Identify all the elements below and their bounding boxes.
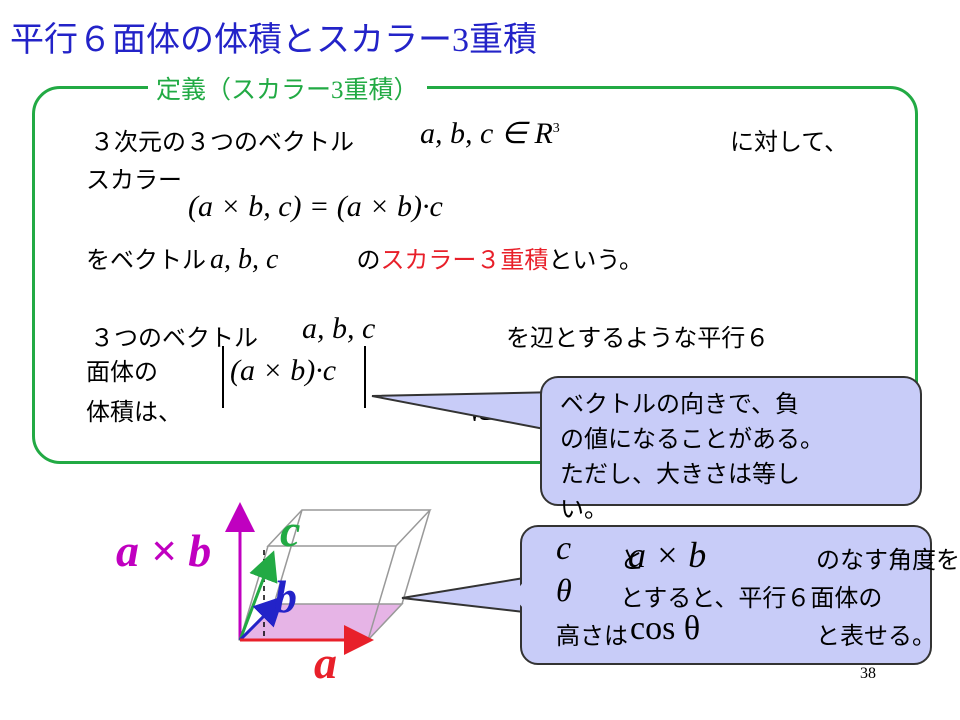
def-equation: (a × b, c) = (a × b)·c [188, 190, 443, 223]
label-a: a [314, 637, 337, 688]
callout2-line2: とすると、平行６面体の [620, 584, 883, 612]
callout2-line3b: と表せる。 [816, 622, 936, 650]
def-line5-math: a, b, c [302, 312, 376, 345]
abs-value-bars [222, 346, 366, 408]
page-title: 平行６面体の体積とスカラー3重積 [10, 20, 537, 60]
callout2-axb: a × b [628, 535, 707, 575]
callout2-c: c [556, 530, 572, 567]
page-number: 38 [860, 665, 876, 682]
def-line5-text: ３つのベクトル [90, 324, 258, 352]
def-line1-math: a, b, c ∈ R3 [420, 117, 560, 150]
callout2-to: と [620, 546, 644, 574]
callout2-cos: cos θ [630, 610, 701, 647]
def-line6: 面体の [86, 358, 158, 386]
callout1 [540, 376, 922, 506]
label-axb: a × b [116, 525, 212, 576]
abs-value-math: (a × b)·c [230, 354, 337, 387]
def-line5-tail: を辺とするような平行６ [506, 324, 770, 352]
callout2-line3a: 高さは [556, 622, 628, 650]
def-line1-text: ３次元の３つのベクトル [90, 128, 354, 156]
def-line7: 体積は、 [86, 398, 182, 426]
b-arrow [238, 595, 285, 642]
label-b: b [274, 571, 297, 622]
scalar-triple-product-term: スカラー３重積 [380, 246, 549, 274]
callout2-angle: のなす角度を [816, 546, 960, 574]
def-line2: スカラー [86, 166, 182, 194]
def-line1-tail: に対して、 [730, 128, 849, 156]
callout2 [520, 525, 932, 665]
definition-box [32, 86, 918, 464]
definition-label: 定義（スカラー3重積） [148, 70, 427, 106]
callout1-text: ベクトルの向きで、負 の値になることがある。 ただし、大きさは等し い。 [560, 390, 824, 523]
label-c: c [280, 505, 301, 556]
callout2-theta: θ [556, 572, 572, 608]
